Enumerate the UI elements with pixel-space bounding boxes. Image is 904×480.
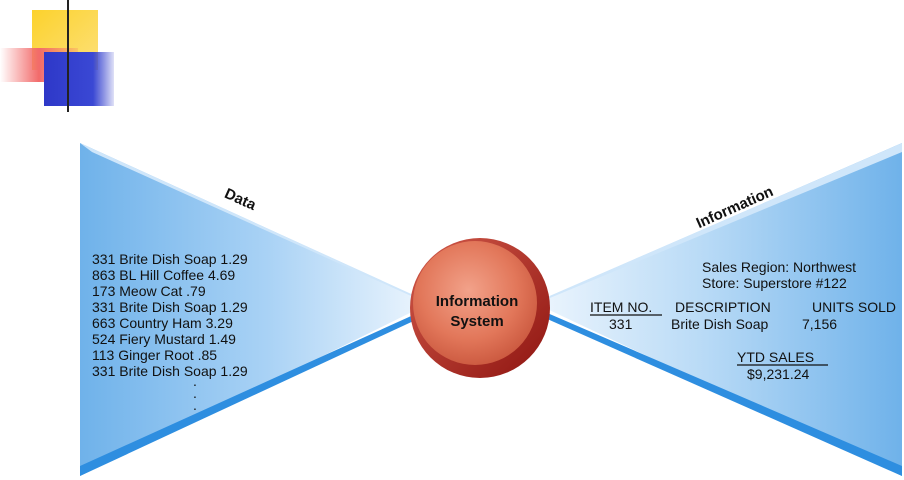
data-row: 863 BL Hill Coffee 4.69 <box>92 267 235 283</box>
item-no-header: ITEM NO. <box>590 299 652 315</box>
information-wedge-top-bevel <box>545 143 902 300</box>
data-row: 173 Meow Cat .79 <box>92 283 206 299</box>
store-name: Store: Superstore #122 <box>702 275 847 291</box>
data-row: 113 Ginger Root .85 <box>92 347 217 363</box>
information-report: Sales Region: Northwest Store: Superstor… <box>590 259 896 382</box>
data-row: 331 Brite Dish Soap 1.29 <box>92 299 248 315</box>
center-label-line1: Information <box>436 293 519 310</box>
center-label-line2: System <box>450 313 503 330</box>
data-row: 331 Brite Dish Soap 1.29 <box>92 251 248 267</box>
data-row: 331 Brite Dish Soap 1.29 <box>92 363 248 379</box>
data-wedge-top-bevel <box>80 143 420 300</box>
description-value: Brite Dish Soap <box>671 316 768 332</box>
data-label: Data <box>222 185 259 214</box>
information-system-circle <box>413 241 537 365</box>
sales-region: Sales Region: Northwest <box>702 259 856 275</box>
units-sold-header: UNITS SOLD <box>812 299 896 315</box>
ellipsis-dot: . <box>193 385 197 401</box>
ytd-sales-label: YTD SALES <box>737 349 814 365</box>
ytd-sales-value: $9,231.24 <box>747 366 809 382</box>
data-list: 331 Brite Dish Soap 1.29 863 BL Hill Cof… <box>92 251 248 413</box>
information-wedge-bottom-edge <box>545 312 902 476</box>
units-sold-value: 7,156 <box>802 316 837 332</box>
decor-blue-square <box>44 52 114 106</box>
information-wedge <box>545 143 902 476</box>
ellipsis-dot: . <box>193 397 197 413</box>
description-header: DESCRIPTION <box>675 299 771 315</box>
ellipsis-dot: . <box>193 373 197 389</box>
data-row: 663 Country Ham 3.29 <box>92 315 233 331</box>
data-wedge-bottom-edge <box>80 312 420 476</box>
slide-decoration <box>0 0 880 112</box>
data-row: 524 Fiery Mustard 1.49 <box>92 331 236 347</box>
data-wedge <box>80 143 420 476</box>
item-no-value: 331 <box>609 316 633 332</box>
